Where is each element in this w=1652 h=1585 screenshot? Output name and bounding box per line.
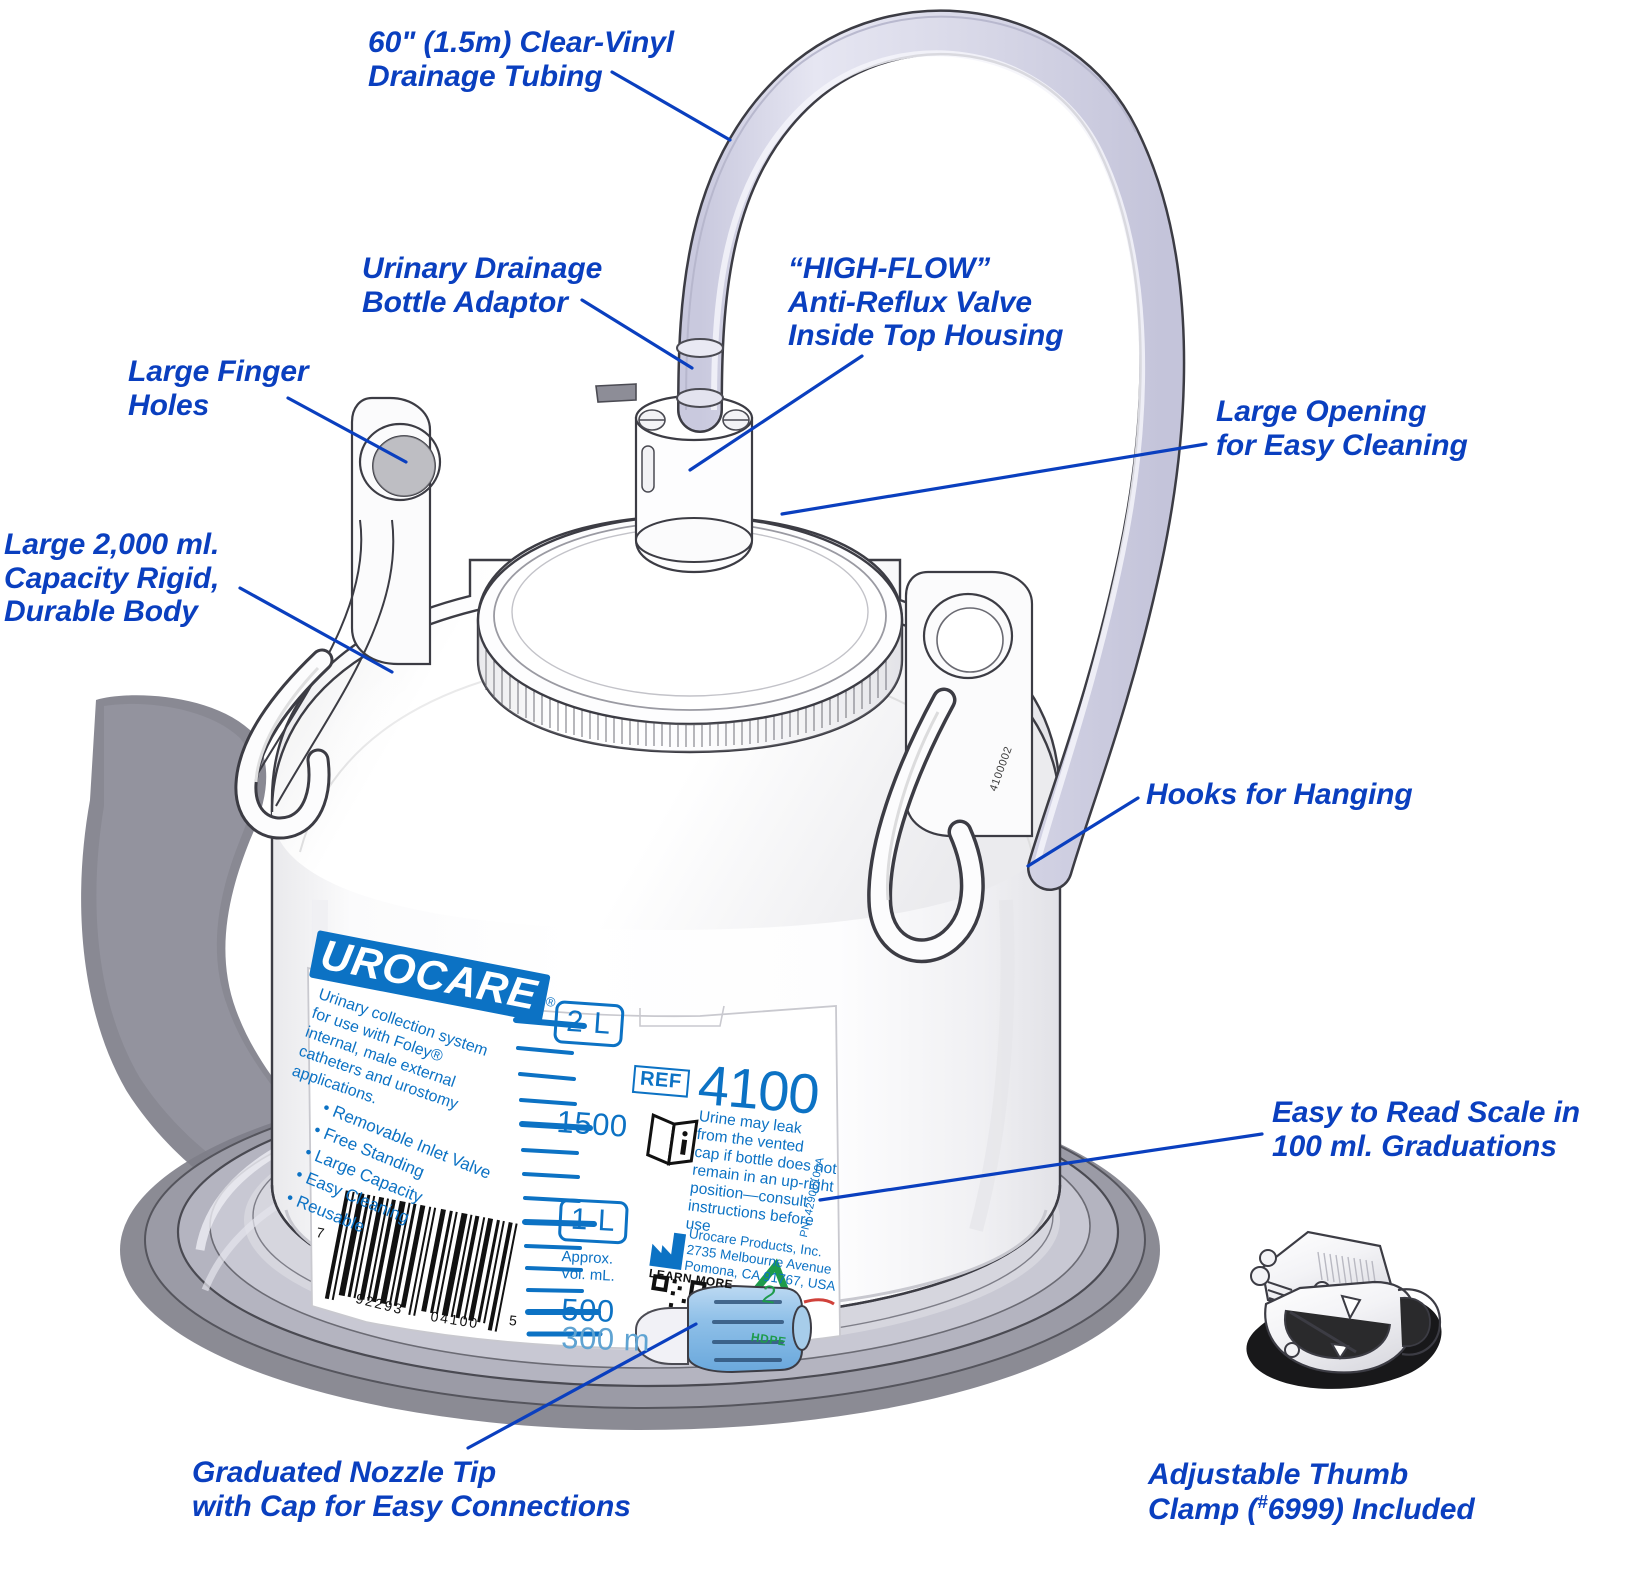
callout-nozzle-tip: Graduated Nozzle Tip with Cap for Easy C… (192, 1456, 631, 1523)
leader-finger-holes (286, 396, 408, 464)
thumb-clamp-hash: # (1257, 1490, 1268, 1512)
barcode (324, 1190, 518, 1332)
graduation-label-1500: 1500 (555, 1104, 629, 1144)
callout-hooks-hanging: Hooks for Hanging (1146, 778, 1413, 811)
leader-large-opening (780, 442, 1208, 516)
leader-easy-read-scale (818, 1132, 1264, 1202)
manufacturer-icon (649, 1232, 687, 1271)
graduation-badge-1l: 1 L (557, 1198, 629, 1245)
floor-shadow (81, 695, 330, 1230)
leader-anti-reflux-valve (688, 354, 864, 472)
thumb-clamp-line2-pre: Clamp ( (1148, 1492, 1258, 1526)
callout-leader-lines (238, 70, 1264, 1450)
thumb-clamp-line1: Adjustable Thumb (1148, 1458, 1409, 1491)
callout-large-opening: Large Opening for Easy Cleaning (1216, 395, 1468, 462)
leader-bottle-adaptor (580, 298, 694, 370)
graduation-label-300: 300 m (560, 1320, 651, 1359)
leader-capacity-body (238, 586, 394, 674)
graduated-nozzle-tip (635, 1284, 835, 1374)
screw-cap-assembly (476, 514, 904, 754)
leader-hooks-hanging (1026, 796, 1140, 868)
finger-hole-right (904, 570, 1034, 838)
callout-easy-read-scale: Easy to Read Scale in 100 ml. Graduation… (1272, 1096, 1581, 1163)
thumb-clamp-number: 6999 (1267, 1492, 1334, 1526)
graduation-badge-2l: 2 L (553, 1000, 625, 1048)
adjustable-thumb-clamp (1246, 1230, 1442, 1389)
anti-reflux-valve-housing (595, 383, 754, 574)
graduation-badge-1l-wrap: 1 L (557, 1198, 629, 1245)
hook-right (867, 687, 985, 964)
ref-tag: REF (631, 1064, 690, 1098)
hook-left (234, 648, 334, 840)
barcode-digit-last: 5 (508, 1312, 520, 1329)
leader-drainage-tubing (610, 70, 732, 142)
graduation-scale (513, 1017, 603, 1337)
callout-finger-holes: Large Finger Holes (128, 355, 309, 422)
leader-nozzle-tip (466, 1322, 698, 1450)
graduation-badge-2l-wrap: 2 L (553, 1000, 625, 1048)
callout-drainage-tubing: 60" (1.5m) Clear-Vinyl Drainage Tubing (368, 26, 675, 93)
clear-vinyl-drainage-tubing (676, 9, 1186, 891)
callout-bottle-adaptor: Urinary Drainage Bottle Adaptor (362, 252, 603, 319)
callout-capacity-body: Large 2,000 ml. Capacity Rigid, Durable … (4, 528, 220, 629)
graduation-unit-note: Approx. Vol. mL. (560, 1248, 616, 1286)
thumb-clamp-line2-post: ) Included (1333, 1492, 1475, 1526)
instructions-icon (646, 1112, 699, 1166)
callout-anti-reflux-valve: “HIGH-FLOW” Anti-Reflux Valve Inside Top… (788, 252, 1064, 353)
